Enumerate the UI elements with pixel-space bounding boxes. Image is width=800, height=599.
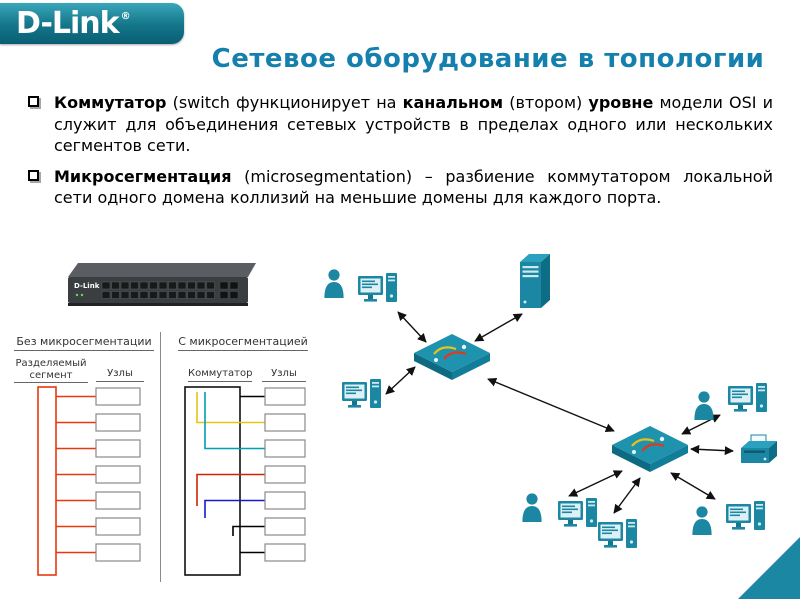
- led-icon: [75, 293, 79, 297]
- switch-box: [184, 386, 241, 576]
- switch-segment-art: [184, 386, 306, 576]
- bullet-segment: канальном: [402, 93, 504, 112]
- comparison-divider: [160, 332, 161, 582]
- topology-links: [385, 311, 734, 514]
- network-switch-icon: [610, 424, 690, 474]
- bullet-segment: уровне: [588, 93, 654, 112]
- switch-wires: [196, 392, 265, 554]
- user-icon: [694, 391, 714, 420]
- bullet-segment: Коммутатор: [54, 93, 167, 112]
- led-icon: [80, 293, 84, 297]
- dlink-logo-banner: D-Link®: [0, 3, 184, 44]
- computer-icon: [558, 498, 597, 527]
- switch-photo-base: [68, 303, 248, 306]
- right-node-boxes: [264, 387, 306, 562]
- microsegmentation-comparison: Без микросегментации С микросегментацией…: [8, 332, 314, 584]
- bullet-segment: (microsegmentation) – разбиение коммутат…: [54, 166, 773, 208]
- left-nodes-label: Узлы: [96, 368, 144, 382]
- bullet-square-icon: [28, 96, 39, 107]
- printer-icon: [740, 434, 778, 464]
- computer-icon: [358, 273, 397, 302]
- comparison-right-header: С микросегментацией: [178, 335, 308, 351]
- computer-icon: [726, 501, 765, 530]
- bullet-segment: (втором): [503, 93, 589, 112]
- slide-title: Сетевое оборудование в топологии: [211, 44, 765, 74]
- computer-icon: [342, 379, 381, 408]
- switch-photo-top: [68, 263, 256, 277]
- bullet-list: Коммутатор (switch функционирует на кана…: [28, 92, 773, 218]
- bullet-item: Микросегментация (microsegmentation) – р…: [28, 166, 773, 209]
- switch-column-label: Коммутатор: [188, 368, 252, 382]
- user-icon: [324, 269, 344, 298]
- bullet-item: Коммутатор (switch функционирует на кана…: [28, 92, 773, 157]
- bullet-text: Микросегментация (microsegmentation) – р…: [54, 166, 773, 209]
- registered-mark: ®: [120, 10, 131, 22]
- bullet-segment: модели OSI и служит для объединения сете…: [54, 93, 773, 156]
- comparison-left-header: Без микросегментации: [14, 335, 154, 351]
- shared-segment-art: [37, 386, 141, 576]
- corner-triangle-icon: [738, 537, 800, 599]
- dlink-logo: D-Link®: [16, 5, 131, 41]
- switch-photo-label: D-Link: [74, 282, 100, 290]
- bullet-text: Коммутатор (switch функционирует на кана…: [54, 92, 773, 157]
- user-icon: [522, 493, 542, 522]
- network-topology-diagram: [324, 254, 778, 548]
- switch-photo: D-Link: [68, 263, 256, 306]
- shared-segment-label: Разделяемый сегмент: [14, 358, 88, 383]
- bullet-segment: Микросегментация: [54, 166, 232, 186]
- comparison-diagram-art: [37, 386, 306, 576]
- computer-icon: [728, 383, 767, 412]
- computer-icon: [598, 519, 637, 548]
- switch-photo-front: [68, 277, 248, 303]
- switch-photo-ports: [101, 281, 239, 299]
- bullet-square-icon: [28, 169, 39, 181]
- user-icon: [692, 506, 712, 535]
- dlink-logo-text: D-Link: [16, 5, 120, 41]
- left-node-boxes: [95, 387, 141, 562]
- right-nodes-label: Узлы: [262, 368, 306, 382]
- shared-segment-bus: [37, 386, 57, 576]
- bullet-segment: (switch функционирует на: [166, 93, 403, 112]
- server-icon: [520, 254, 550, 308]
